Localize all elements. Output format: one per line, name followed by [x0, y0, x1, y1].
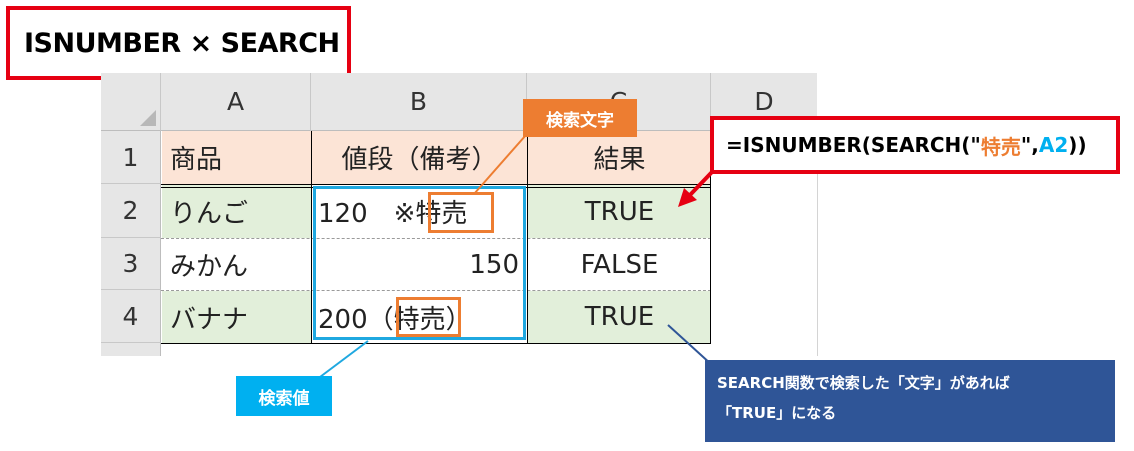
- cell-a1[interactable]: 商品: [162, 131, 311, 184]
- formula-suffix: )): [1068, 133, 1087, 157]
- cell-b4[interactable]: 200（特売）: [318, 304, 472, 335]
- cell-c4[interactable]: TRUE: [528, 291, 711, 343]
- keyword-highlight: [428, 192, 494, 233]
- table-border: [161, 343, 711, 344]
- column-header-a[interactable]: A: [161, 73, 311, 131]
- row-header-2[interactable]: 2: [101, 184, 161, 238]
- search-text-label: 検索文字: [523, 99, 637, 137]
- cell-a3[interactable]: みかん: [170, 252, 249, 282]
- spreadsheet: A B C D 1 2 3 4 商品 値段（備考） 結果 りんご 120 ※特売…: [101, 73, 818, 356]
- formula-reference: A2: [1038, 133, 1069, 157]
- title-box: ISNUMBER × SEARCH: [6, 6, 351, 80]
- row-header-1[interactable]: 1: [101, 131, 161, 184]
- row-header-4[interactable]: 4: [101, 290, 161, 343]
- row-header-5[interactable]: [101, 343, 161, 356]
- formula-prefix: =ISNUMBER(SEARCH(": [726, 133, 981, 157]
- note-line-2: 「TRUE」になる: [717, 404, 837, 422]
- cell-b2[interactable]: 120 ※特売: [318, 199, 468, 229]
- note-line-1: SEARCH関数で検索した「文字」があれば: [717, 374, 1010, 392]
- table-border: [311, 131, 312, 343]
- cell-c3[interactable]: FALSE: [580, 249, 659, 280]
- column-header-b[interactable]: B: [311, 73, 527, 131]
- formula-box: =ISNUMBER(SEARCH("特売",A2)): [710, 116, 1120, 174]
- cell-a4[interactable]: バナナ: [162, 291, 311, 343]
- table-border: [710, 131, 711, 343]
- select-all-corner[interactable]: [101, 73, 161, 131]
- page-title: ISNUMBER × SEARCH: [24, 27, 340, 59]
- row-divider: [161, 238, 711, 239]
- formula-middle: ",: [1020, 133, 1039, 157]
- explanation-note: SEARCH関数で検索した「文字」があれば 「TRUE」になる: [705, 360, 1115, 442]
- keyword-highlight: [396, 297, 461, 337]
- search-value-highlight: [313, 186, 526, 340]
- table-border: [527, 131, 528, 343]
- cell-c1[interactable]: 結果: [528, 131, 711, 184]
- cell-c2[interactable]: TRUE: [528, 185, 711, 238]
- table-border: [161, 184, 711, 185]
- row-header-3[interactable]: 3: [101, 238, 161, 290]
- search-value-label: 検索値: [236, 376, 332, 416]
- gridline: [817, 131, 818, 356]
- formula-keyword: 特売: [980, 134, 1021, 159]
- row-divider: [161, 290, 711, 291]
- cell-a2[interactable]: りんご: [162, 185, 311, 238]
- cell-b3[interactable]: 150: [469, 249, 519, 280]
